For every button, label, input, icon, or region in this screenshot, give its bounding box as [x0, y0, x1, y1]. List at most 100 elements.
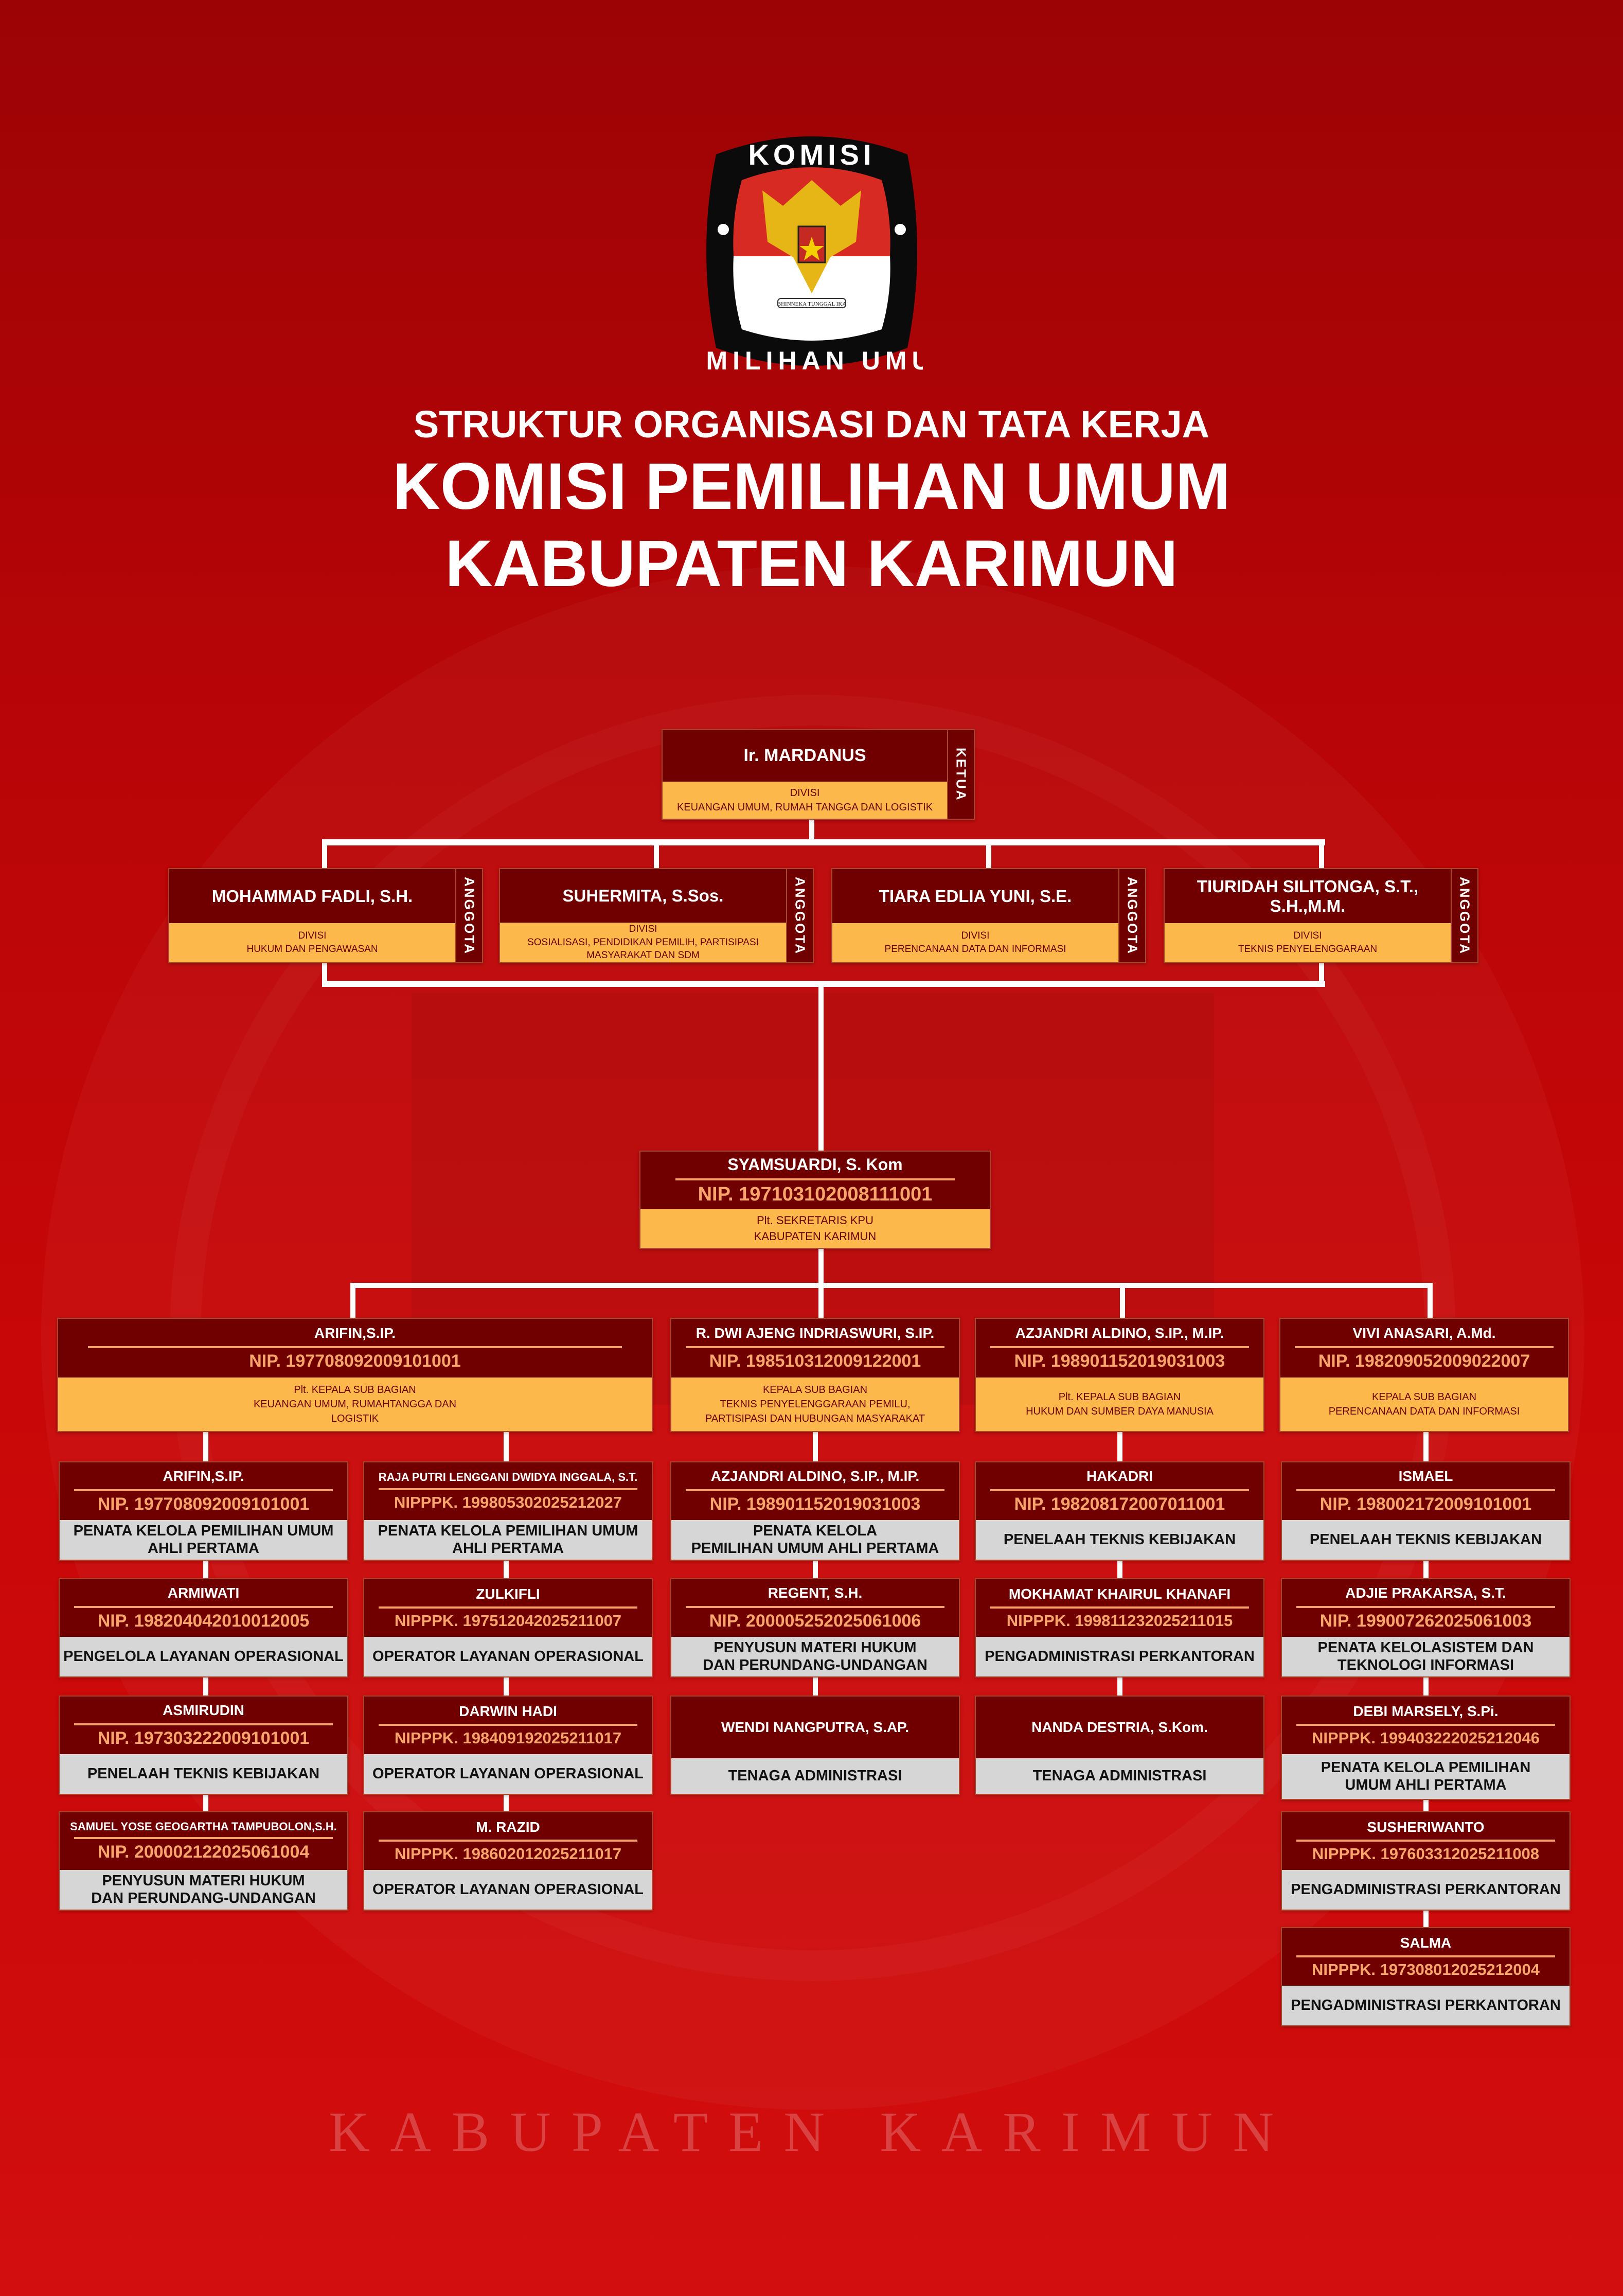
ketua-role-label: KETUA [947, 730, 974, 819]
staff-name: ARIFIN,S.IP. [163, 1468, 244, 1485]
kpu-logo: BHINNEKA TUNGGAL IKA KOMISI PEMILIHAN UM… [701, 136, 923, 375]
kasubag-box: VIVI ANASARI, A.Md. NIP. 1982090520090220… [1279, 1318, 1569, 1432]
anggota-name: MOHAMMAD FADLI, S.H. [211, 886, 413, 906]
connector-sekretaris [818, 981, 824, 1151]
anggota-divisi: PERENCANAAN DATA DAN INFORMASI [884, 944, 1066, 955]
connector-kasubag [1428, 1283, 1433, 1319]
kasubag-role: Plt. KEPALA SUB BAGIAN HUKUM DAN SUMBER … [976, 1377, 1263, 1431]
connector-anggota [986, 839, 991, 870]
staff-nip: NIP. 200005252025061006 [709, 1611, 921, 1631]
kasubag-box: AZJANDRI ALDINO, S.IP., M.IP.NIP. 198901… [975, 1318, 1264, 1432]
staff-nip: NIPPPK. 199403222025212046 [1312, 1729, 1540, 1747]
anggota-name: TIURIDAH SILITONGA, S.T., S.H.,M.M. [1197, 876, 1419, 915]
staff-nip: NIP. 198208172007011001 [1014, 1494, 1225, 1514]
connector-line [322, 963, 327, 987]
connector-staff-col [1423, 1432, 1429, 1929]
kasubag-name: VIVI ANASARI, A.Md. [1352, 1325, 1496, 1341]
logo-text-top: KOMISI [748, 138, 875, 171]
logo-text-bottom: PEMILIHAN UMUM [701, 346, 923, 375]
ketua-name: Ir. MARDANUS [743, 746, 866, 766]
connector-staff-col [1117, 1432, 1122, 1697]
connector-kasubag [350, 1283, 355, 1319]
staff-nip: NIP. 198901152019031003 [709, 1494, 921, 1514]
staff-name: ASMIRUDIN [163, 1702, 244, 1719]
staff-role: PENGELOLA LAYANAN OPERASIONAL [60, 1637, 347, 1676]
staff-role: PENATA KELOLA PEMILIHAN UMUM AHLI PERTAM… [60, 1520, 347, 1560]
staff-nip: NIP. 198002172009101001 [1319, 1494, 1532, 1514]
kasubag-box: R. DWI AJENG INDRIASWURI, S.IP. NIP. 1985… [670, 1318, 960, 1432]
kasubag-name: R. DWI AJENG INDRIASWURI, S.IP. [695, 1325, 935, 1341]
anggota-role-label: ANGGOTA [1451, 869, 1477, 962]
connector-staff-col [813, 1432, 818, 1697]
connector-anggota [1319, 839, 1324, 870]
staff-role: PENATA KELOLASISTEM DAN TEKNOLOGI INFORM… [1282, 1637, 1570, 1676]
staff-nip: NIP. 197303222009101001 [97, 1728, 310, 1748]
staff-role: PENGADMINISTRASI PERKANTORAN [1282, 1870, 1570, 1910]
connector-kasubag [1120, 1283, 1125, 1319]
connector-anggota-bar [322, 839, 1325, 845]
staff-nip: NIPPPK. 198602012025211017 [394, 1845, 622, 1863]
sekretaris-nip: NIP. 197103102008111001 [698, 1183, 933, 1205]
connector-ketua [809, 820, 814, 844]
staff-name: DEBI MARSELY, S.Pi. [1353, 1703, 1499, 1719]
staff-role: PENATA KELOLA PEMILIHAN UMUM AHLI PERTAM… [364, 1520, 652, 1560]
staff-box: DEBI MARSELY, S.Pi. NIPPPK. 1994032220252… [1281, 1695, 1571, 1800]
connector-line [1319, 963, 1324, 987]
staff-role: PENGADMINISTRASI PERKANTORAN [976, 1637, 1263, 1676]
kasubag-role: Plt. KEPALA SUB BAGIAN KEUANGAN UMUM, RU… [58, 1377, 652, 1431]
staff-name: M. RAZID [476, 1818, 540, 1835]
kasubag-role: KEPALA SUB BAGIAN PERENCANAAN DATA DAN I… [1280, 1377, 1568, 1431]
sekretaris-box: SYAMSUARDI, S. Kom NIP. 1971031020081110… [639, 1151, 991, 1249]
kasubag-nip: NIP. 198209052009022007 [1318, 1351, 1530, 1371]
staff-role: PENATA KELOLA PEMILIHAN UMUM AHLI PERTAM… [671, 1520, 959, 1560]
anggota-role-label: ANGGOTA [1118, 869, 1145, 962]
anggota-divisi-label: DIVISI [961, 930, 990, 942]
staff-name: AZJANDRI ALDINO, S.IP., M.IP. [710, 1468, 920, 1485]
staff-nip: NIPPPK. 199805302025212027 [394, 1493, 622, 1511]
anggota-divisi: TEKNIS PENYELENGGARAAN [1238, 944, 1378, 955]
connector-anggota-bottom-bar [322, 981, 1325, 987]
watermark-text: KABUPATEN KARIMUN [329, 2100, 1294, 2163]
staff-name: ADJIE PRAKARSA, S.T. [1345, 1585, 1506, 1601]
staff-name: NANDA DESTRIA, S.Kom. [1031, 1719, 1208, 1735]
title-line-3: KABUPATEN KARIMUN [445, 527, 1178, 601]
kasubag-nip: NIP. 198510312009122001 [709, 1351, 921, 1371]
anggota-divisi-label: DIVISI [1293, 930, 1322, 942]
connector-kasubag [818, 1283, 824, 1319]
anggota-divisi-label: DIVISI [298, 930, 327, 942]
staff-role: TENAGA ADMINISTRASI [976, 1758, 1263, 1794]
staff-name: REGENT, S.H. [768, 1585, 863, 1601]
staff-name: RAJA PUTRI LENGGANI DWIDYA INGGALA, S.T. [378, 1471, 638, 1484]
staff-name: HAKADRI [1086, 1468, 1153, 1485]
anggota-role-label: ANGGOTA [786, 869, 813, 962]
ketua-box: Ir. MARDANUS DIVISI KEUANGAN UMUM, RUMAH… [662, 729, 975, 820]
staff-name: ISMAEL [1398, 1468, 1453, 1485]
kasubag-name: ARIFIN,S.IP. [314, 1325, 396, 1341]
connector-line [818, 1249, 824, 1288]
staff-role: PENYUSUN MATERI HUKUM DAN PERUNDANG-UNDA… [671, 1637, 959, 1676]
staff-box: NANDA DESTRIA, S.Kom. TENAGA ADMINISTRASI [975, 1695, 1264, 1795]
sekretaris-role: Plt. SEKRETARIS KPU KABUPATEN KARIMUN [640, 1209, 990, 1248]
title-line-1: STRUKTUR ORGANISASI DAN TATA KERJA [413, 403, 1210, 446]
staff-role: PENELAAH TEKNIS KEBIJAKAN [976, 1520, 1263, 1560]
staff-nip: NIP. 200002122025061004 [97, 1842, 310, 1862]
staff-role: PENELAAH TEKNIS KEBIJAKAN [1282, 1520, 1570, 1560]
staff-nip: NIP. 197708092009101001 [97, 1494, 310, 1514]
ketua-divisi: KEUANGAN UMUM, RUMAH TANGGA DAN LOGISTIK [676, 802, 933, 813]
kasubag-nip: NIP. 198901152019031003 [1014, 1351, 1225, 1371]
staff-role: PENGADMINISTRASI PERKANTORAN [1282, 1986, 1570, 2025]
staff-box: RAJA PUTRI LENGGANI DWIDYA INGGALA, S.T.… [363, 1461, 653, 1561]
connector-anggota [322, 839, 327, 870]
staff-box: AZJANDRI ALDINO, S.IP., M.IP. NIP. 198901… [670, 1461, 960, 1561]
